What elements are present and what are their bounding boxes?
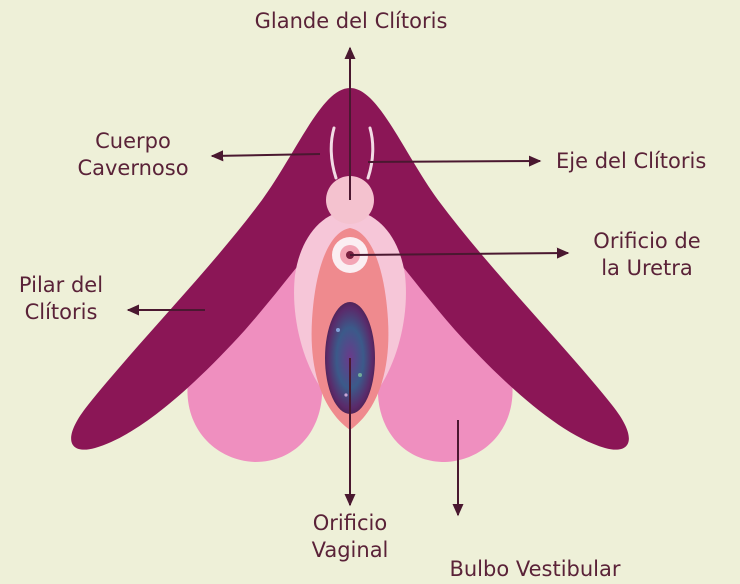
label-glande-del-clitoris: Glande del Clítoris [226,8,476,35]
arrow-eje [368,161,540,162]
vaginal-speck-2 [358,373,362,377]
label-pilar-line-1: Pilar del [2,272,120,299]
label-bulbo-line-1: Bulbo Vestibular [420,556,650,583]
label-cuerpo-cavernoso: Cuerpo Cavernoso [58,128,208,182]
label-cuerpo-line-1: Cuerpo [58,128,208,155]
label-vaginal-line-1: Orificio [285,510,415,537]
label-pilar-line-2: Clítoris [2,299,120,326]
label-vaginal-line-2: Vaginal [285,537,415,564]
label-eje-del-clitoris: Eje del Clítoris [556,148,736,175]
label-glande-line-1: Glande del Clítoris [226,8,476,35]
label-orificio-de-la-uretra: Orificio de la Uretra [572,228,722,282]
label-uretra-line-1: Orificio de [572,228,722,255]
label-pilar-del-clitoris: Pilar del Clítoris [2,272,120,326]
label-eje-line-1: Eje del Clítoris [556,148,736,175]
vaginal-speck-1 [336,328,340,332]
label-uretra-line-2: la Uretra [572,255,722,282]
label-cuerpo-line-2: Cavernoso [58,155,208,182]
vaginal-speck-3 [344,393,347,396]
label-bulbo-vestibular: Bulbo Vestibular [420,556,650,583]
label-orificio-vaginal: Orificio Vaginal [285,510,415,564]
